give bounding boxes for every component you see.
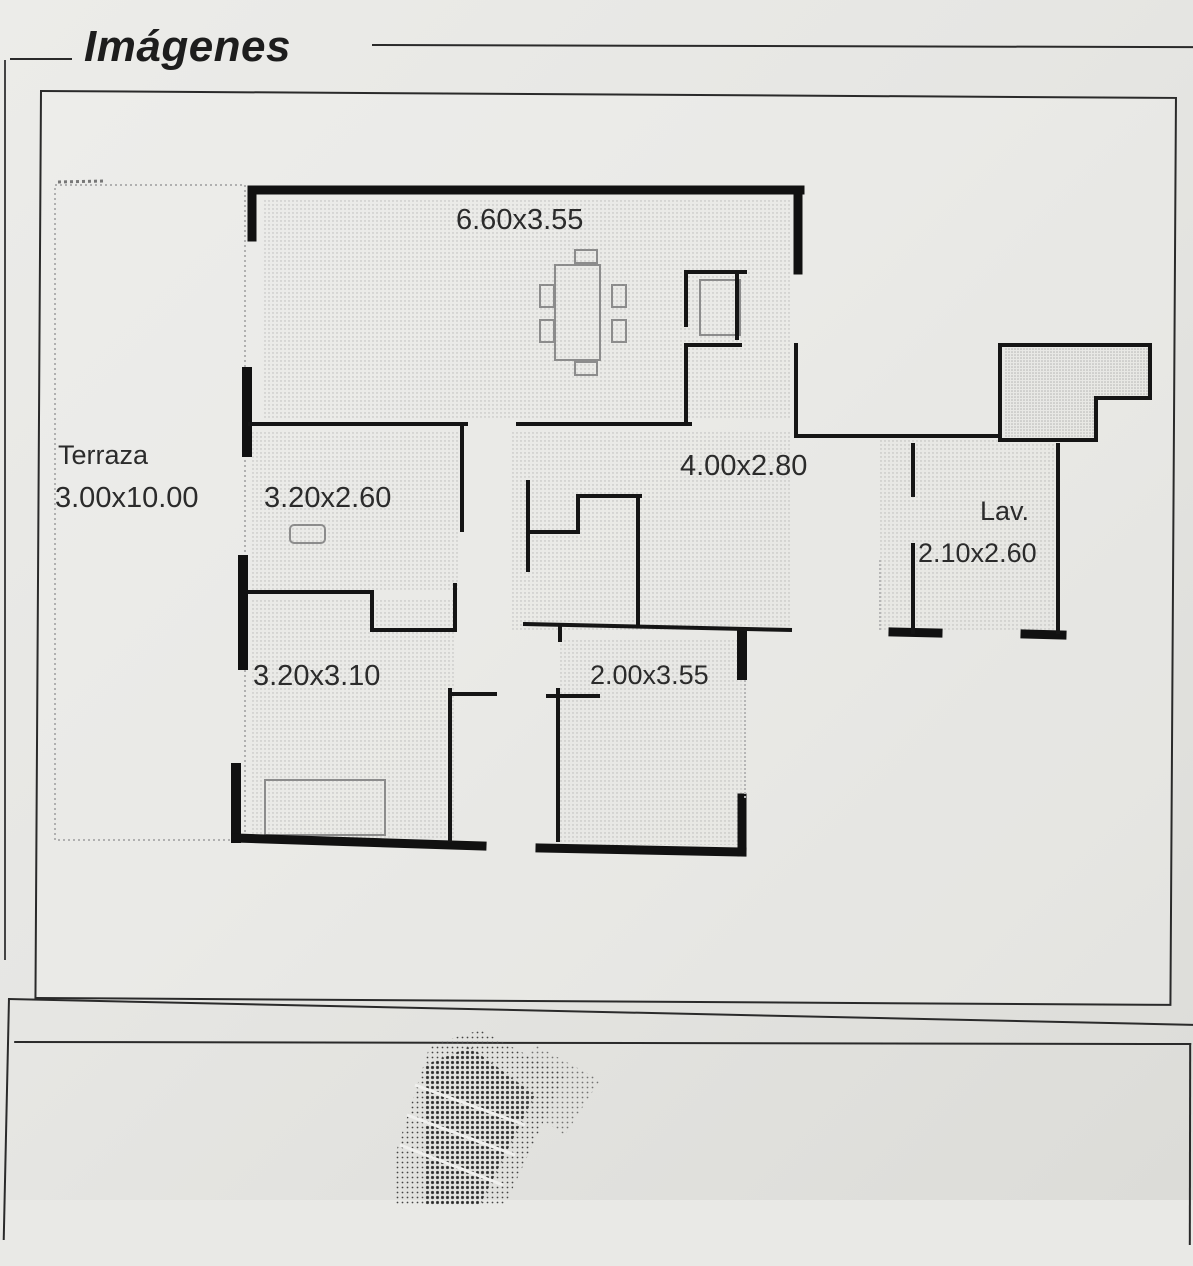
laundry-label: Lav. bbox=[980, 496, 1030, 526]
floor-plan-walls bbox=[231, 185, 1067, 857]
building-photo-icon bbox=[385, 1025, 645, 1205]
terrace-label: Terraza bbox=[58, 440, 149, 470]
laundry-size: 2.10x2.60 bbox=[918, 538, 1037, 568]
bedroom-2-size: 3.20x3.10 bbox=[253, 660, 381, 692]
kitchen-size: 4.00x2.80 bbox=[680, 450, 808, 482]
unit-boundary bbox=[744, 560, 881, 800]
interior-fill bbox=[250, 200, 1150, 845]
living-room-size: 6.60x3.55 bbox=[456, 204, 584, 236]
bedroom-1-size: 3.20x2.60 bbox=[264, 482, 392, 514]
section-heading: Imágenes bbox=[84, 22, 291, 71]
bedroom-3-size: 2.00x3.55 bbox=[590, 660, 709, 690]
terrace-area bbox=[54, 179, 246, 841]
outer-frame-border bbox=[4, 60, 6, 960]
furniture-hints bbox=[264, 249, 741, 836]
floor-plan-drawing bbox=[54, 179, 1152, 857]
terrace-size: 3.00x10.00 bbox=[55, 482, 199, 514]
heading-rule-left bbox=[10, 58, 72, 60]
interior-walls bbox=[248, 270, 1152, 842]
